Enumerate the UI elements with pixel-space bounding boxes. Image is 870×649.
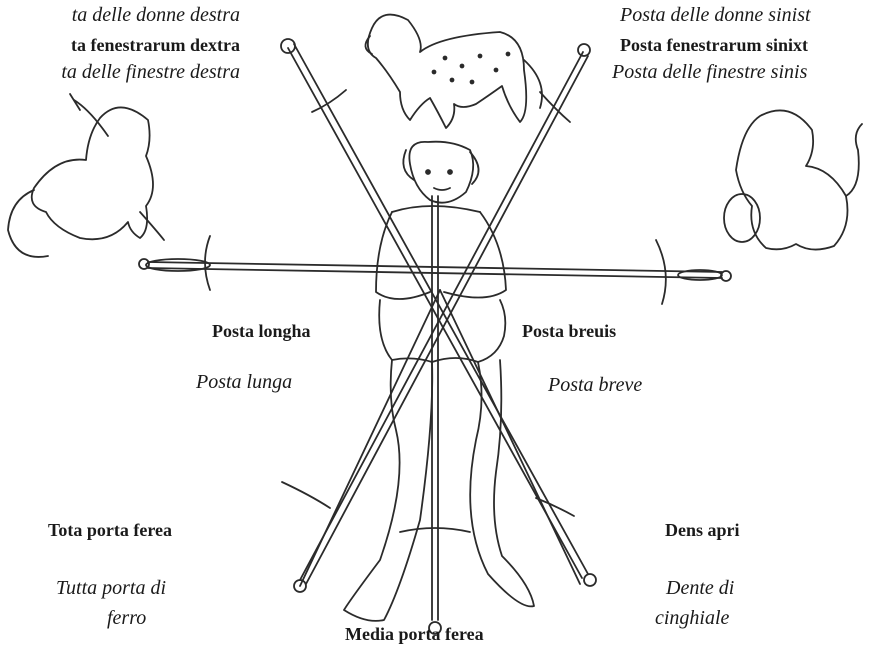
top-left-italic-2: ta delle finestre destra xyxy=(0,61,240,84)
leopard-animal xyxy=(365,15,542,128)
tota-porta-ferea-label: Tota porta ferea xyxy=(48,520,172,541)
lion-right-animal xyxy=(724,110,862,249)
posta-breve-label: Posta breve xyxy=(548,374,642,397)
lion-left-animal xyxy=(8,94,164,257)
tutta-porta-di-label: Tutta porta di xyxy=(56,577,166,600)
posta-breuis-label: Posta breuis xyxy=(522,321,616,342)
ferro-label: ferro xyxy=(107,607,146,630)
dens-apri-label: Dens apri xyxy=(665,520,740,541)
top-right-italic-2: Posta delle finestre sinis xyxy=(612,61,862,84)
top-right-italic-1: Posta delle donne sinist xyxy=(620,4,870,27)
sword-horizontal xyxy=(139,236,731,304)
media-porta-ferea-label: Media porta ferea xyxy=(345,624,484,645)
sword-vertical xyxy=(400,196,470,634)
top-right-bold: Posta fenestrarum sinixt xyxy=(620,35,870,56)
top-left-bold: ta fenestrarum dextra xyxy=(0,35,240,56)
posta-lunga-label: Posta lunga xyxy=(196,371,292,394)
cinghiale-label: cinghiale xyxy=(655,607,729,630)
dente-di-label: Dente di xyxy=(666,577,734,600)
top-left-italic-1: ta delle donne destra xyxy=(0,4,240,27)
human-figure xyxy=(344,142,534,621)
posta-longha-label: Posta longha xyxy=(212,321,311,342)
